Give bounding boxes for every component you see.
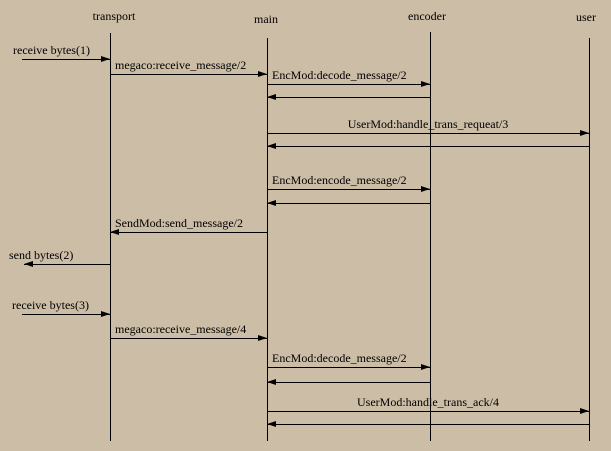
message-line [24,264,110,265]
lifeline-transport [110,33,111,441]
message-line [267,424,589,425]
message-line [267,84,430,85]
message-line [110,338,267,339]
arrowhead-left-icon [110,229,119,235]
message-label: UserMod:handle_trans_ack/4 [357,394,499,409]
lifeline-label-user: user [576,10,596,24]
message-line [267,97,430,98]
arrowhead-right-icon [421,186,430,192]
message-line [22,314,110,315]
arrowhead-right-icon [421,364,430,370]
message-line [267,411,589,412]
arrowhead-right-icon [258,71,267,77]
message-label: EncMod:decode_message/2 [272,350,407,365]
arrowhead-right-icon [580,408,589,414]
arrowhead-left-icon [267,94,276,100]
arrowhead-left-icon [267,143,276,149]
message-label: EncMod:encode_message/2 [272,172,407,187]
message-label: megaco:receive_message/2 [115,57,247,72]
arrowhead-right-icon [580,130,589,136]
lifeline-main [267,38,268,441]
message-line [110,232,267,233]
message-line [267,203,430,204]
message-line [267,367,430,368]
message-line [110,74,267,75]
arrowhead-left-icon [267,421,276,427]
lifeline-label-main: main [254,12,278,26]
lifeline-label-encoder: encoder [408,9,446,23]
lifeline-label-transport: transport [92,9,136,23]
arrowhead-right-icon [421,81,430,87]
arrowhead-left-icon [24,261,33,267]
message-line [22,59,110,60]
message-line [267,133,589,134]
message-label: EncMod:decode_message/2 [272,67,407,82]
message-label: megaco:receive_message/4 [115,321,247,336]
message-label: UserMod:handle_trans_requeat/3 [347,116,509,131]
message-label: receive bytes(3) [12,297,89,312]
message-line [267,189,430,190]
message-label: send bytes(2) [9,247,74,262]
arrowhead-left-icon [267,379,276,385]
message-label: receive bytes(1) [13,42,90,57]
lifeline-user [589,38,590,441]
message-line [267,146,589,147]
arrowhead-right-icon [101,56,110,62]
message-line [267,382,430,383]
message-label: SendMod:send_message/2 [115,215,243,230]
arrowhead-right-icon [258,335,267,341]
arrowhead-left-icon [267,200,276,206]
lifeline-encoder [430,32,431,441]
arrowhead-right-icon [101,311,110,317]
